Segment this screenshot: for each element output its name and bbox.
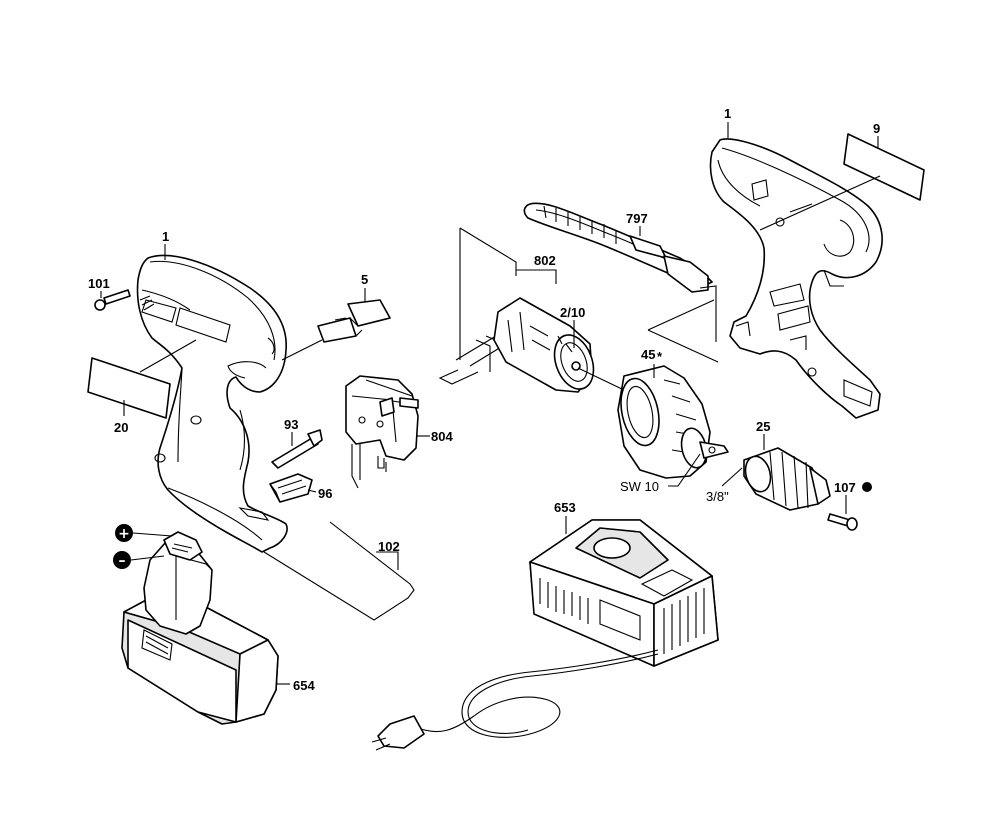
label-102: 102 — [378, 539, 400, 554]
label-654: 654 — [293, 678, 315, 693]
label-797: 797 — [626, 211, 648, 226]
label-101: 101 — [88, 276, 110, 291]
label-2-10: 2/10 — [560, 305, 585, 320]
switch-button-5 — [317, 299, 391, 343]
label-1-left-housing: 1 — [162, 229, 169, 244]
label-20: 20 — [114, 420, 128, 435]
label-25: 25 — [756, 419, 770, 434]
bullet-dot-icon — [862, 482, 872, 492]
nameplate-9 — [843, 133, 925, 201]
leader-102 — [376, 551, 399, 570]
label-653: 653 — [554, 500, 576, 515]
screw-101 — [94, 289, 131, 311]
nameplate-20 — [87, 357, 171, 419]
plus-terminal-icon — [115, 524, 133, 542]
label-sw10: SW 10 — [620, 479, 659, 494]
motor-802 — [493, 297, 595, 393]
leader-20-to-housing — [139, 339, 197, 373]
leader-housing-connector — [647, 299, 715, 331]
leader-sw10 — [668, 453, 701, 487]
screwdriver-bit-93 — [271, 429, 323, 469]
belt-clip-strap-797 — [523, 202, 713, 293]
leader-9-to-housing — [759, 175, 881, 231]
leader-802 — [516, 269, 557, 284]
battery-pack-654 — [121, 531, 279, 725]
bit-holder-96 — [269, 473, 313, 503]
leader-minus — [130, 555, 165, 561]
label-96: 96 — [318, 486, 332, 501]
screw-107 — [827, 513, 858, 531]
leader-96 — [307, 489, 317, 493]
minus-sign: – — [119, 553, 126, 569]
leader-45-to-housing — [647, 329, 719, 363]
label-9: 9 — [873, 121, 880, 136]
wire-clip-102 — [263, 521, 415, 621]
label-804: 804 — [431, 429, 453, 444]
keyless-chuck-25 — [743, 447, 831, 511]
label-107: 107 — [834, 480, 856, 495]
minus-terminal-icon — [113, 551, 131, 569]
leader-804-to-housing — [365, 379, 413, 397]
label-45-star: * — [657, 349, 663, 364]
leader-5-to-housing — [281, 339, 323, 361]
label-802: 802 — [534, 253, 556, 268]
leader-797-to-housing — [699, 285, 717, 342]
label-3-8: 3/8" — [706, 489, 729, 504]
right-housing-half — [709, 138, 883, 419]
label-93: 93 — [284, 417, 298, 432]
leader-motor-shaft — [577, 367, 625, 391]
charger-653 — [529, 519, 719, 667]
leader-plus — [132, 532, 173, 537]
gearbox-45 — [617, 365, 729, 479]
switch-804 — [345, 375, 419, 489]
charger-cord-and-plug — [371, 649, 659, 751]
label-45: 45 — [641, 347, 655, 362]
leader-3-8 — [721, 467, 743, 487]
plus-sign: + — [118, 526, 130, 542]
left-housing-half — [136, 254, 288, 553]
label-1-right-housing: 1 — [724, 106, 731, 121]
label-5: 5 — [361, 272, 368, 287]
